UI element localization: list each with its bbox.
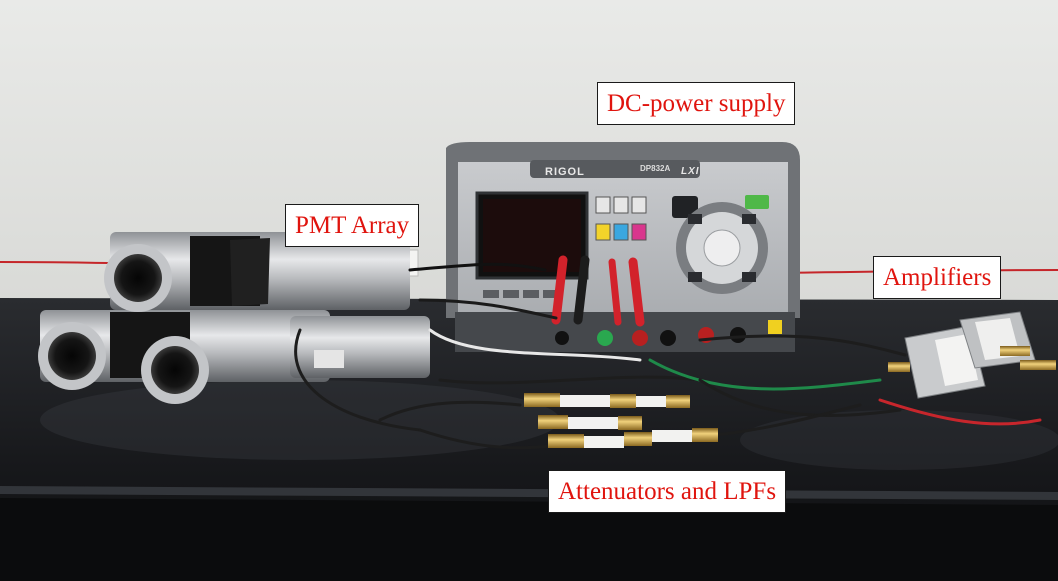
label-amplifiers: Amplifiers [873, 256, 1002, 299]
amplifiers [888, 311, 1056, 399]
label-dc-power-supply: DC-power supply [597, 82, 796, 125]
label-pmt-array: PMT Array [285, 204, 420, 247]
power-supply [446, 142, 800, 352]
label-attenuators-lpfs: Attenuators and LPFs [548, 470, 787, 513]
psu-lxi-badge: LXI [681, 166, 700, 177]
pmt-array [38, 232, 430, 404]
psu-model: DP832A [640, 164, 671, 173]
psu-brand: RIGOL [545, 166, 585, 178]
attenuators-lpfs [524, 393, 718, 448]
